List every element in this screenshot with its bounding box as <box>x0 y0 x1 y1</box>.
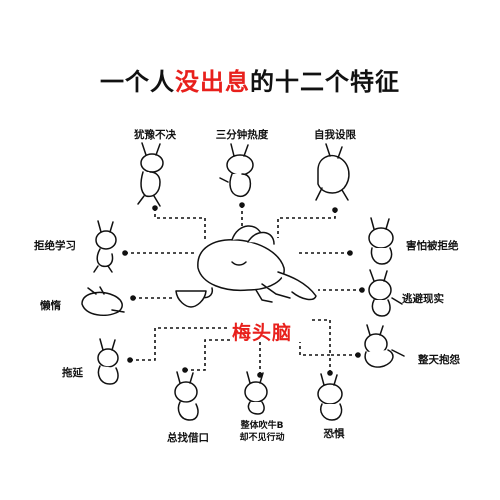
rabbit-t5-illustration <box>368 217 394 265</box>
trait-label-t8: 拖延 <box>62 367 83 379</box>
trait-label-t3: 自我设限 <box>314 129 356 141</box>
title-highlight: 没出息 <box>175 68 250 96</box>
dot-t5 <box>347 250 353 256</box>
rabbit-t7-illustration <box>368 269 403 317</box>
center-rabbit-illustration <box>197 225 317 303</box>
dot-t2 <box>239 202 245 208</box>
trait-label-t11-line2: 却不见行动 <box>239 433 285 443</box>
title-part2: 的十二个特征 <box>250 68 400 96</box>
connector-t10 <box>185 339 232 371</box>
trait-label-t1: 犹豫不决 <box>134 129 176 141</box>
trait-label-t11-line1: 整体吹牛B <box>240 421 284 431</box>
rabbit-t8-illustration <box>97 338 119 385</box>
trait-label-t4: 拒绝学习 <box>34 240 76 252</box>
dot-t4 <box>122 250 128 256</box>
center-label: 梅头脑 <box>232 322 293 344</box>
trait-label-t9: 整天抱怨 <box>418 354 460 366</box>
rabbit-t4-illustration <box>93 220 117 273</box>
dot-t3 <box>332 207 338 213</box>
rabbit-t1-illustration <box>137 142 164 207</box>
connector-t9 <box>310 319 358 356</box>
trait-label-t12: 恐惧 <box>323 428 345 440</box>
dot-t8 <box>127 357 133 363</box>
dot-t9 <box>355 352 361 358</box>
trait-label-t5: 害怕被拒绝 <box>406 240 459 252</box>
rabbit-t6-illustration <box>81 286 125 317</box>
connector-t8 <box>130 327 228 361</box>
dot-t7 <box>359 287 365 293</box>
page-title: 一个人没出息的十二个特征 <box>0 62 500 97</box>
rabbit-t11-illustration <box>244 371 268 415</box>
rabbit-t12-illustration <box>317 373 343 421</box>
connector-t3 <box>277 210 336 238</box>
dot-t6 <box>130 295 136 301</box>
dot-t1 <box>152 205 158 211</box>
trait-label-t6: 懒惰 <box>40 300 61 312</box>
trait-label-t10: 总找借口 <box>167 432 209 444</box>
title-part1: 一个人 <box>100 68 175 96</box>
dot-t10 <box>182 367 188 373</box>
rabbit-t9-illustration <box>364 324 405 368</box>
connector-t1 <box>154 208 206 240</box>
rabbit-t10-illustration <box>174 371 199 421</box>
rabbit-t3-illustration <box>315 143 350 201</box>
rabbit-t2-illustration <box>219 143 254 198</box>
dot-t12 <box>327 370 333 376</box>
connector-t12 <box>299 342 331 373</box>
trait-label-t7: 逃避现实 <box>402 293 444 305</box>
trait-label-t2: 三分钟热度 <box>215 129 269 141</box>
bowl-illustration <box>175 290 207 308</box>
